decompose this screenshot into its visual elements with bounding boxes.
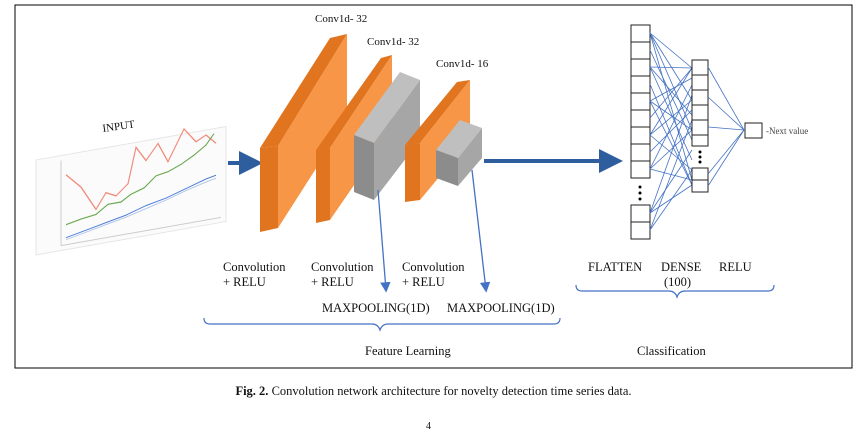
conv-relu-2-line1: Convolution (311, 260, 374, 274)
feature-learning-brace (203, 317, 561, 332)
conv-relu-1-line2: + RELU (223, 275, 266, 289)
classification-brace (575, 284, 775, 299)
conv-layer-1 (260, 34, 347, 232)
flatten-column (630, 24, 651, 240)
maxpool-block-2 (436, 120, 482, 186)
conv3-label: Conv1d- 16 (436, 58, 489, 70)
conv-relu-3-line2: + RELU (402, 275, 445, 289)
maxpool-1-arrow (377, 189, 391, 293)
conv1-label: Conv1d- 32 (315, 13, 367, 25)
dense-units-label: (100) (664, 275, 691, 289)
dense-column (691, 59, 709, 193)
page-number: 4 (426, 421, 431, 432)
caption-prefix: Fig. 2. (235, 384, 269, 398)
relu-label: RELU (719, 260, 752, 274)
classification-label: Classification (637, 344, 706, 358)
input-label: INPUT (102, 119, 136, 135)
feature-learning-label: Feature Learning (365, 344, 451, 358)
output-label: -Next value (766, 126, 808, 136)
conv-relu-2-line2: + RELU (311, 275, 354, 289)
caption-text: Convolution network architecture for nov… (271, 384, 632, 398)
flatten-label: FLATTEN (588, 260, 642, 274)
maxpool-2-label: MAXPOOLING(1D) (447, 301, 555, 315)
conv-relu-3-line1: Convolution (402, 260, 465, 274)
output-connections (707, 66, 745, 187)
input-chart: INPUT (35, 119, 227, 256)
maxpool-1-label: MAXPOOLING(1D) (322, 301, 430, 315)
dense-connections (649, 32, 693, 231)
maxpool-block-1 (354, 72, 420, 200)
conv-relu-1-line1: Convolution (223, 260, 286, 274)
maxpool-2-arrow (471, 169, 491, 293)
dense-label: DENSE (661, 260, 702, 274)
figure-frame (14, 4, 853, 369)
output-node (744, 122, 763, 139)
figure-caption: Fig. 2. Convolution network architecture… (0, 384, 867, 399)
conv2-label: Conv1d- 32 (367, 36, 419, 48)
